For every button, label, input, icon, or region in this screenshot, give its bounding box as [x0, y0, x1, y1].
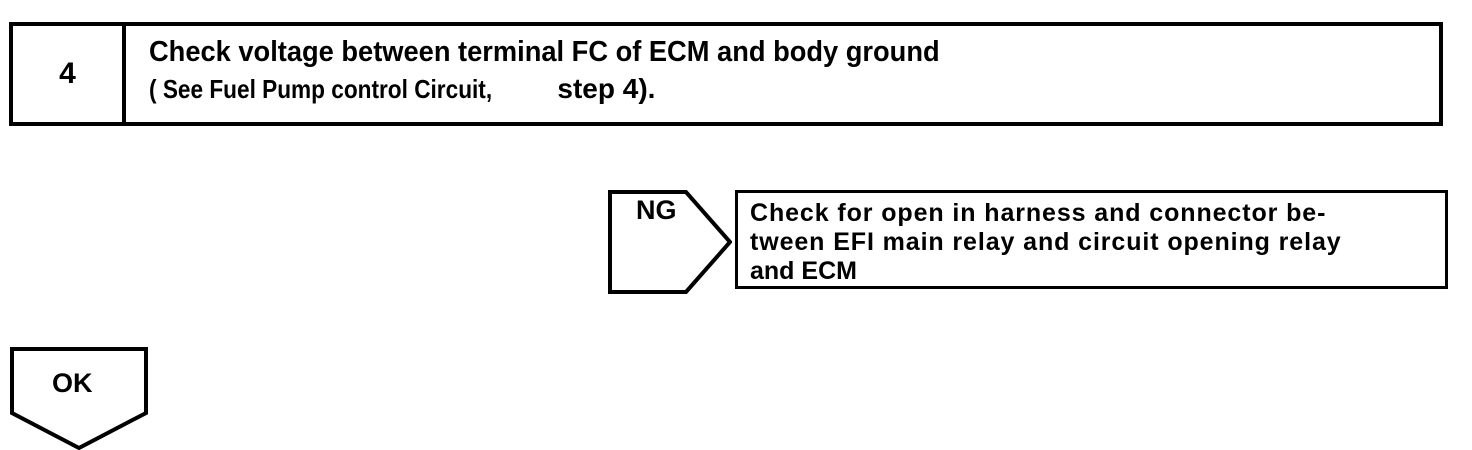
step-reference-step: step 4).	[557, 73, 656, 104]
ok-branch-label: OK	[52, 368, 93, 398]
ng-result-line-3: and ECM	[750, 257, 857, 285]
ng-arrow-shape	[608, 190, 732, 294]
step-instruction-cell: Check voltage between terminal FC of ECM…	[130, 26, 1439, 122]
ng-result-line-2: tween EFI main relay and circuit opening…	[750, 228, 1342, 256]
step-number-cell: 4	[13, 26, 126, 122]
ok-arrow-shape	[10, 347, 150, 450]
step-instruction-line-2: ( See Fuel Pump control Circuit, step 4).	[149, 72, 1439, 106]
ng-result-line-1: Check for open in harness and connector …	[750, 199, 1327, 227]
ng-result-box: Check for open in harness and connector …	[735, 190, 1448, 289]
step-number: 4	[59, 57, 76, 90]
step-box: 4 Check voltage between terminal FC of E…	[9, 22, 1443, 126]
ok-arrow-icon	[10, 347, 148, 450]
ng-branch-label: NG	[636, 195, 677, 225]
step-instruction-line-1: Check voltage between terminal FC of ECM…	[149, 36, 940, 68]
step-reference-text: ( See Fuel Pump control Circuit,	[149, 74, 493, 104]
ng-arrow-icon	[608, 190, 732, 294]
